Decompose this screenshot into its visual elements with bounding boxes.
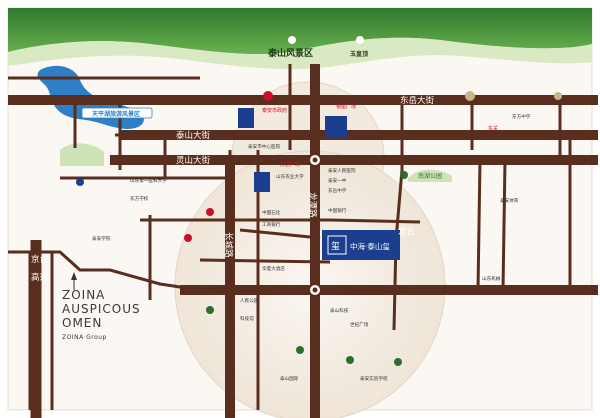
gov-star-icon xyxy=(263,91,273,101)
poi-label-c: 东岳中学 xyxy=(328,187,347,194)
building-icon-3 xyxy=(254,172,270,192)
poi-label-o: 人民公园 xyxy=(240,298,259,304)
poi-dot-8 xyxy=(394,358,402,366)
poi-label-t: 山东机械 xyxy=(482,275,501,282)
project-logo-letter: 玺 xyxy=(331,240,340,252)
poi-dot-2 xyxy=(554,92,562,100)
taishan-street-label: 泰山大街 xyxy=(176,130,211,141)
poi-labels: 泰安人民医院 泰安一中 东岳中学 中国银行 中国石化 工商银行 华夏大酒店 山东… xyxy=(92,113,531,382)
poi-dot-5 xyxy=(184,234,192,242)
yuhuangding-label: 玉皇顶 xyxy=(350,50,368,58)
poi-dot-1 xyxy=(465,91,475,101)
tianping-lake-label-box xyxy=(81,107,153,119)
dongyue-street-label: 东岳大街 xyxy=(400,95,435,106)
poi-dot-10 xyxy=(76,178,84,186)
taishan-scenic-icon xyxy=(288,36,296,44)
park-hill-left xyxy=(60,143,104,166)
expressway-label-a: 京台 xyxy=(31,254,48,265)
mountain-foothill xyxy=(8,37,592,70)
gov-label: 泰安市政府 xyxy=(262,107,287,114)
poi-label-f: 工商银行 xyxy=(262,221,281,228)
poi-label-m: 泰山科技 xyxy=(330,307,349,314)
poi-label-s: 泰安体育 xyxy=(500,197,519,204)
brand-line-1: ZOINA xyxy=(62,288,106,302)
building-icon-2 xyxy=(325,116,347,138)
poi-label-u: 东方中学 xyxy=(512,113,531,120)
poi-dot-9 xyxy=(206,306,214,314)
gov-marker: 泰安市政府 xyxy=(262,91,287,114)
taishan-label-group: 泰山风景区 玉皇顶 xyxy=(267,36,368,59)
poi-dot-3 xyxy=(400,171,408,179)
poi-label-v: 东关 xyxy=(488,125,498,132)
project-box xyxy=(322,230,400,260)
poi-label-g: 华夏大酒店 xyxy=(262,265,285,272)
poi-label-q: 泰山国际 xyxy=(280,375,299,382)
nanhu-park-label-group: 南湖公园 xyxy=(408,169,452,182)
yintai-label: 银座广场 xyxy=(336,103,356,110)
poi-label-p: 科技馆 xyxy=(240,315,254,322)
poi-label-b: 泰安一中 xyxy=(328,177,347,184)
brand-line-4: ZOINA Group xyxy=(62,334,107,341)
project-name: 中海·泰山玺 xyxy=(350,241,390,251)
poi-label-a: 泰安人民医院 xyxy=(328,167,356,174)
project-logo-icon xyxy=(327,235,347,255)
poi-label-d: 中国银行 xyxy=(328,207,347,214)
north-arrow xyxy=(71,272,77,290)
road-labels: 泰山大街 灵山大街 东岳大街 龙潭路 长城路 xyxy=(176,95,435,258)
changcheng-road-label: 长城路 xyxy=(223,232,234,258)
poi-dots xyxy=(76,91,562,366)
landmarks: 银座广场 万达广场 xyxy=(238,103,356,192)
yuhuangding-icon xyxy=(356,36,364,44)
tianping-lake-label: 天平湖旅游风景区 xyxy=(92,110,140,118)
poi-label-k: 泰安市中心医院 xyxy=(248,143,281,150)
taishan-scenic-label: 泰山风景区 xyxy=(267,47,313,59)
poi-label-e: 中国石化 xyxy=(262,209,281,216)
taishan-mountain-band xyxy=(8,8,592,55)
project-marker: 玺 中海·泰山玺 xyxy=(322,230,400,260)
expressway-label-b: 高速 xyxy=(31,272,49,283)
lingshan-street-label: 灵山大街 xyxy=(176,155,211,166)
nanhu-park-label: 南湖公园 xyxy=(418,172,442,180)
poi-dot-4 xyxy=(206,208,214,216)
poi-dot-6 xyxy=(296,346,304,354)
poi-dot-7 xyxy=(346,356,354,364)
longtan-road-label: 龙潭路 xyxy=(307,192,318,218)
poi-label-n: 世纪广场 xyxy=(350,321,369,328)
intersection-nodes xyxy=(308,153,322,297)
poi-label-j: 泰安学院 xyxy=(92,235,111,242)
vertical-road-labels: 京台 高速 龙台 xyxy=(31,226,415,283)
poi-label-r: 泰安实验学校 xyxy=(360,375,388,382)
main-roads xyxy=(8,64,598,418)
tianping-lake-label-group: 天平湖旅游风景区 xyxy=(81,107,153,119)
brand-line-2: AUSPICOUS xyxy=(62,302,141,316)
longtai-label: 龙台 xyxy=(398,226,415,237)
brand-line-3: OMEN xyxy=(62,316,103,330)
wanda-label: 万达广场 xyxy=(280,161,300,168)
poi-label-h: 山东第一医科大学 xyxy=(130,177,167,184)
poi-label-i: 东方学校 xyxy=(130,195,149,202)
building-icon-1 xyxy=(238,108,254,128)
poi-label-l: 山东农业大学 xyxy=(276,173,304,180)
